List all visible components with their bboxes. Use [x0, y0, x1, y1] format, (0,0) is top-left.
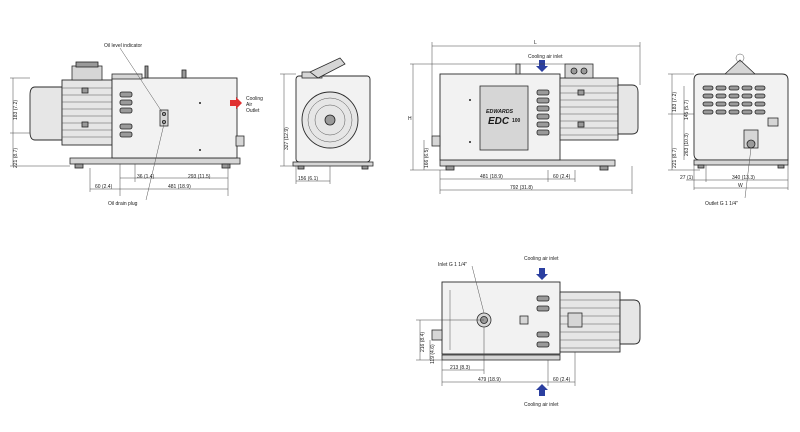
dim-481-v1: 481 (18.9)	[168, 184, 191, 190]
plan-vents	[536, 295, 550, 348]
cooling-air-outlet-label-3: Outlet	[246, 108, 260, 114]
lifting-eye	[144, 65, 149, 79]
plan-cooling-inlet-arrow-top	[536, 268, 548, 280]
foot-left	[74, 163, 84, 169]
oil-drain-dot	[161, 120, 166, 125]
vent-slots-3	[536, 89, 550, 136]
dim-293: 293 (11.5)	[188, 174, 211, 180]
warning-label	[767, 117, 779, 127]
motor-endcap	[29, 86, 63, 141]
dim-H: H	[408, 116, 412, 122]
leader-inlet	[471, 265, 485, 314]
inlet-label: Inlet G 1 1/4"	[438, 262, 467, 268]
cooling-air-outlet-label-1: Cooling	[246, 96, 263, 102]
vent-slots	[119, 91, 133, 138]
dim-221-v4: 221 (8.7)	[672, 148, 678, 168]
top-stub	[181, 69, 187, 79]
view-front-motor: 327 (12.9) 156 (6.1)	[280, 57, 374, 184]
dim-27: 27 (1)	[680, 175, 693, 181]
cooling-air-outlet-arrow	[230, 97, 242, 109]
view-side-branded: EDWARDS EDC 100 Cooling air inlet	[408, 40, 641, 194]
dim-216: 216 (8.4)	[420, 332, 426, 352]
dim-792: 792 (31.8)	[510, 185, 533, 191]
plan-cooling-inlet-label-top: Cooling air inlet	[524, 256, 559, 262]
plan-terminal-box	[567, 312, 583, 328]
dim-L: L	[534, 40, 537, 46]
motor-plate-a	[81, 87, 89, 94]
plan-motor-endcap	[619, 299, 641, 345]
oil-level-indicator-label: Oil level indicator	[104, 43, 142, 49]
dim-213: 213 (8.3)	[450, 365, 470, 371]
fan-hub	[324, 114, 336, 126]
top-rail	[111, 73, 143, 80]
model-text: EDC	[488, 116, 510, 127]
terminal-box-3	[564, 63, 594, 79]
plan-cooling-inlet-arrow-bottom	[536, 384, 548, 396]
motor-body-3	[559, 77, 619, 141]
view-plan: Cooling air inlet Cooling air inlet Inle…	[416, 256, 641, 408]
outlet-label: Outlet G 1 1/4"	[705, 201, 738, 207]
view-rear: 183 (7.2) 221 (8.7) 145 (5.7) 263 (10.3)…	[668, 53, 789, 207]
plan-stub	[519, 315, 529, 325]
dim-481-v3: 481 (18.9)	[480, 174, 503, 180]
cooling-air-outlet-label-2: Air	[246, 102, 252, 108]
foot-right	[221, 163, 231, 169]
view-side-left: Cooling Air Outlet Oil level indicator O…	[10, 43, 263, 207]
terminal-box	[71, 65, 103, 81]
brand-panel	[479, 85, 529, 151]
screw-b	[199, 149, 201, 151]
dim-W: W	[738, 183, 743, 189]
motor-fins	[62, 87, 112, 138]
rear-lifting-bracket	[723, 59, 757, 75]
leader-oil-drain	[145, 123, 165, 201]
outlet-stub	[235, 135, 245, 147]
dim-183: 183 (7.2)	[13, 100, 19, 120]
dim-340: 340 (13.3)	[732, 175, 755, 181]
leader-outlet	[744, 147, 752, 199]
dim-166: 166 (6.5)	[424, 148, 430, 168]
dim-36: 36 (1.4)	[137, 174, 155, 180]
dim-60-v5: 60 (2.4)	[553, 377, 571, 383]
front-handle	[309, 57, 346, 79]
dim-221: 221 (8.7)	[13, 148, 19, 168]
base-plate-3	[439, 159, 616, 167]
top-stub-3	[515, 63, 521, 75]
model-number: 100	[512, 118, 521, 124]
brand-text: EDWARDS	[486, 109, 514, 115]
plan-cooling-inlet-label-bottom: Cooling air inlet	[524, 402, 559, 408]
cooling-air-inlet-arrow	[536, 60, 548, 72]
rear-base	[693, 159, 789, 166]
motor-plate-b	[81, 121, 89, 128]
oil-drain-plug-label: Oil drain plug	[108, 201, 138, 207]
dim-479: 479 (18.9)	[478, 377, 501, 383]
dim-60-v3: 60 (2.4)	[553, 174, 571, 180]
rear-vent-grid	[702, 85, 766, 115]
terminal-cap	[75, 61, 99, 68]
inlet-stub-3	[431, 135, 441, 147]
dim-119: 119 (4.6)	[430, 344, 436, 364]
oil-window	[159, 109, 169, 127]
leader-oil-level	[119, 47, 163, 113]
dim-145: 145 (5.7)	[684, 100, 690, 120]
screw-a	[199, 102, 201, 104]
dim-183-v4: 183 (7.2)	[672, 92, 678, 112]
dim-327: 327 (12.9)	[284, 127, 290, 150]
plan-inlet-stub	[431, 329, 443, 341]
dim-156: 156 (6.1)	[298, 176, 318, 182]
motor-endcap-3	[617, 84, 639, 135]
plan-base-edge	[441, 354, 561, 361]
dim-60-v1: 60 (2.4)	[95, 184, 113, 190]
dim-263: 263 (10.3)	[684, 133, 690, 156]
cooling-air-inlet-label: Cooling air inlet	[528, 54, 563, 60]
pump-body	[111, 77, 238, 159]
oil-level-dot	[161, 112, 166, 117]
front-base	[292, 161, 374, 167]
